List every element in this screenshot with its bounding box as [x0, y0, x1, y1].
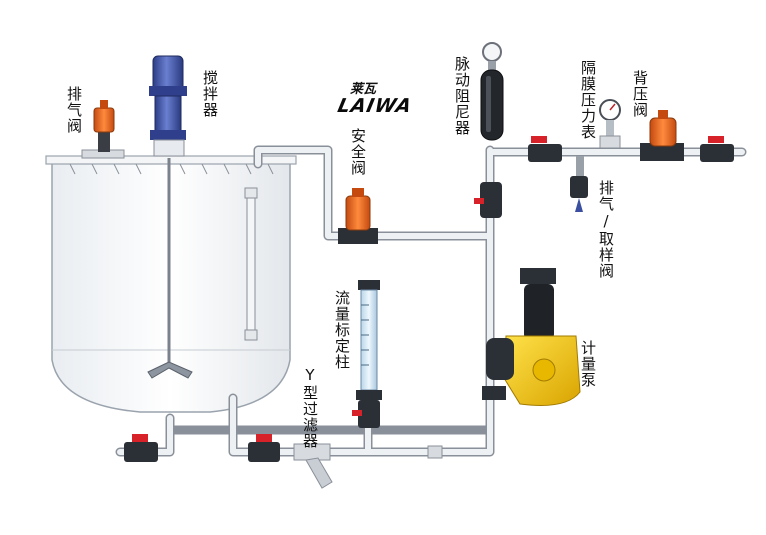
label-metering-pump: 计量泵	[579, 340, 597, 388]
discharge-valve-2	[700, 136, 734, 162]
metering-pump	[482, 268, 581, 406]
label-pulsation-damper: 脉动阻尼器	[453, 56, 471, 136]
brand-logo-chinese: 莱瓦	[350, 82, 377, 97]
brand-logo: 莱瓦 LAIWA	[336, 78, 415, 120]
discharge-valve-1	[528, 136, 562, 162]
mixing-tank	[45, 155, 297, 413]
back-pressure-valve	[640, 110, 684, 161]
label-y-strainer: Y型过滤器	[301, 366, 319, 449]
label-diaphragm-gauge: 隔膜压力表	[579, 60, 597, 140]
tank-drain-valve	[124, 434, 158, 462]
pump-outlet-valve	[474, 182, 502, 218]
brand-logo-text: LAIWA	[335, 95, 415, 117]
label-agitator: 搅拌器	[201, 70, 219, 118]
label-back-pressure-valve: 背压阀	[631, 70, 649, 118]
agitator-assembly	[147, 55, 193, 379]
label-safety-valve: 安全阀	[349, 128, 367, 176]
inlet-valve-strainer	[248, 434, 280, 462]
diaphragm-pressure-gauge	[599, 99, 621, 149]
label-vent-sampling-valve: 排气/取样阀	[597, 180, 615, 279]
vent-valve-top	[81, 100, 125, 159]
vent-sampling-valve	[570, 156, 588, 212]
level-gauge	[244, 187, 258, 341]
flow-calibration-column	[352, 280, 382, 428]
pulsation-damper	[480, 42, 504, 141]
label-vent-valve: 排气阀	[65, 86, 83, 134]
suction-union	[427, 445, 443, 459]
safety-valve	[338, 188, 378, 244]
label-flow-calibration-column: 流量标定柱	[333, 290, 351, 370]
y-strainer	[293, 443, 333, 489]
